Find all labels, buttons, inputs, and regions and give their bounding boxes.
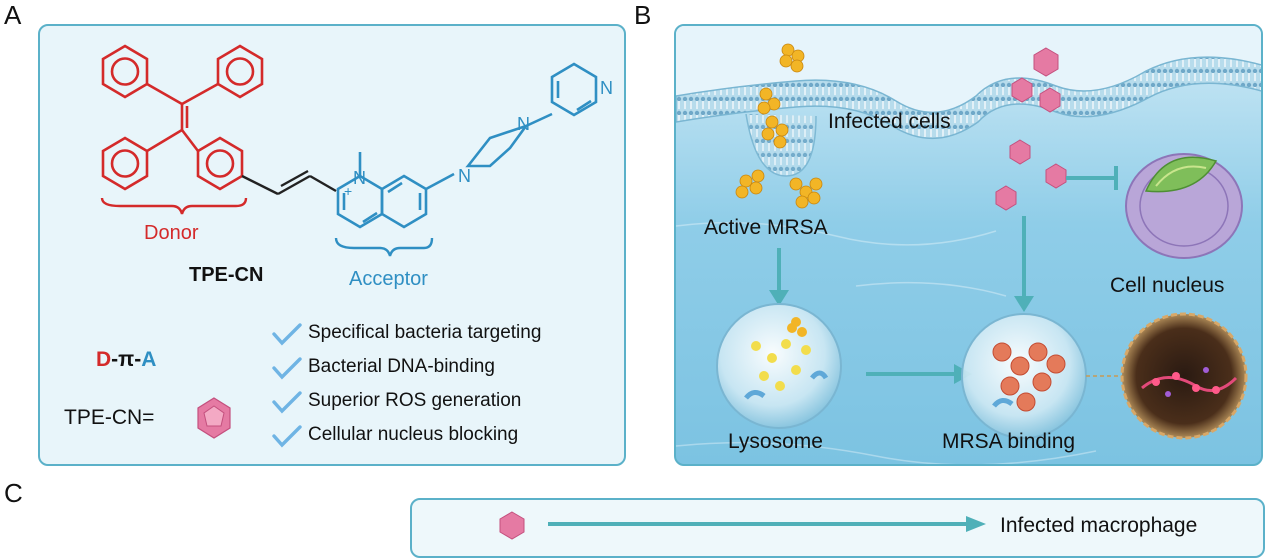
probe-icon bbox=[499, 511, 525, 540]
atom-n-pyridine: N bbox=[600, 78, 613, 98]
extracellular-space bbox=[676, 26, 1261, 113]
probe-particles bbox=[995, 47, 1067, 211]
cell-membrane bbox=[676, 56, 1261, 139]
d-pi-a-a: A bbox=[141, 348, 157, 371]
tpe-cn-structure: N + N N N bbox=[100, 44, 613, 257]
d-pi-a-sep1: - bbox=[111, 348, 119, 371]
donor-brace bbox=[100, 197, 248, 215]
d-pi-a-label: D-π-A bbox=[96, 348, 156, 372]
infection-scene bbox=[676, 26, 1261, 464]
label-infected-macrophage: Infected macrophage bbox=[1000, 514, 1198, 537]
panel-letter-a: A bbox=[4, 0, 22, 30]
acceptor-group bbox=[336, 62, 598, 229]
atom-n-piperazine-2: N bbox=[517, 114, 530, 134]
label-active-mrsa: Active MRSA bbox=[704, 216, 828, 239]
vinyl-linker bbox=[241, 169, 337, 196]
atom-n-quinolinium: N bbox=[353, 168, 366, 188]
feature-text: Cellular nucleus blocking bbox=[308, 424, 519, 445]
check-icon bbox=[272, 391, 302, 414]
d-pi-a-d: D bbox=[96, 348, 112, 371]
donor-tpe-group bbox=[101, 44, 264, 191]
donor-label: Donor bbox=[144, 222, 199, 244]
d-pi-a-sep2: - bbox=[134, 348, 142, 371]
mrsa-cluster-top bbox=[757, 43, 805, 149]
lysosome-graphic bbox=[716, 303, 842, 429]
panel-letter-c: C bbox=[4, 478, 23, 508]
feature-text: Specifical bacteria targeting bbox=[308, 322, 542, 343]
cell-nucleus-graphic bbox=[1125, 153, 1243, 259]
charge-plus: + bbox=[344, 183, 352, 199]
panel-a: N + N N N Donor TPE-CN Acceptor D-π-A TP… bbox=[38, 24, 626, 466]
mrsa-binding-graphic bbox=[961, 313, 1087, 439]
acceptor-label: Acceptor bbox=[349, 268, 428, 290]
label-infected-cells: Infected cells bbox=[828, 110, 951, 133]
zoom-inset bbox=[1120, 312, 1248, 440]
d-pi-a-pi: π bbox=[118, 348, 135, 371]
cytoplasm-texture bbox=[676, 221, 1097, 464]
feature-text: Superior ROS generation bbox=[308, 390, 522, 411]
arrows bbox=[769, 216, 1034, 384]
compound-name: TPE-CN bbox=[189, 264, 264, 286]
atom-n-piperazine-1: N bbox=[458, 166, 471, 186]
label-lysosome: Lysosome bbox=[728, 430, 823, 453]
check-icon bbox=[272, 425, 302, 448]
acceptor-brace bbox=[334, 237, 434, 257]
panel-b: Infected cells Active MRSA Cell nucleus … bbox=[674, 24, 1263, 466]
check-icon bbox=[272, 323, 302, 346]
block-arrow bbox=[1066, 166, 1118, 190]
check-icon bbox=[272, 357, 302, 380]
panel-c: Infected macrophage bbox=[410, 498, 1265, 558]
probe-legend-icon bbox=[197, 397, 231, 439]
macrophage-arrow bbox=[548, 516, 986, 532]
feature-text: Bacterial DNA-binding bbox=[308, 356, 495, 377]
label-cell-nucleus: Cell nucleus bbox=[1110, 274, 1225, 297]
probe-legend-text: TPE-CN= bbox=[64, 406, 155, 429]
panel-letter-b: B bbox=[634, 0, 652, 30]
label-mrsa-binding: MRSA binding bbox=[942, 430, 1076, 453]
mrsa-cluster-active bbox=[735, 169, 823, 209]
